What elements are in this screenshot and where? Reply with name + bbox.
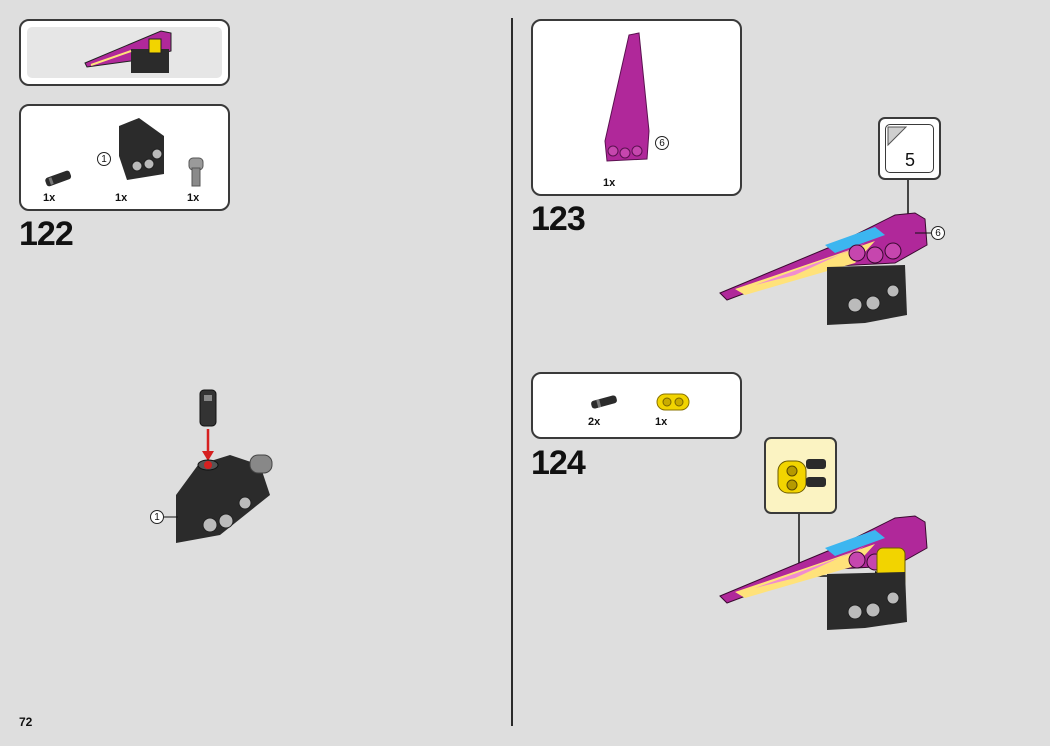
- page-curl-icon: [887, 126, 908, 147]
- subassembly-number: 5: [905, 150, 916, 170]
- step-122-assembly-image: [164, 389, 273, 543]
- grey-axle-pin-icon: [188, 157, 204, 187]
- part-callout-number: 1: [97, 152, 111, 166]
- page-number: 72: [19, 715, 33, 729]
- subassembly-count-box: 5: [878, 117, 941, 180]
- magenta-fairing-icon: [604, 32, 650, 162]
- step-123-parts-list: 6 1x: [531, 19, 742, 196]
- step-number: 122: [19, 215, 74, 253]
- step-122-parts-list: 1x 1 1x 1x: [19, 104, 230, 211]
- step-number: 123: [531, 200, 586, 238]
- black-pin-connector-icon: [45, 170, 72, 187]
- step-124-parts-list: 2x 1x: [531, 372, 742, 439]
- part-qty: 1x: [43, 192, 56, 204]
- yellow-beam-icon: [656, 393, 690, 411]
- subassembly-leader-line: [907, 180, 909, 216]
- black-pin-icon: [591, 395, 617, 409]
- step-124-detail-callout: [764, 437, 837, 514]
- preview-model-image: [84, 30, 172, 73]
- page-divider: [511, 18, 513, 726]
- part-qty: 1x: [115, 192, 128, 204]
- part-qty: 1x: [655, 416, 668, 428]
- model-callout-number: 6: [931, 226, 945, 240]
- previous-step-preview: [19, 19, 230, 86]
- step-number: 124: [531, 444, 586, 482]
- part-callout-number: 6: [655, 136, 669, 150]
- model-callout-number: 1: [150, 510, 164, 524]
- part-qty: 1x: [187, 192, 200, 204]
- step-123-assembly-image: [719, 212, 931, 325]
- black-panel-icon: [119, 118, 164, 180]
- part-qty: 2x: [588, 416, 601, 428]
- part-qty: 1x: [603, 177, 616, 189]
- step-124-assembly-image: [719, 515, 928, 630]
- yellow-beam-with-pins-image: [777, 459, 826, 494]
